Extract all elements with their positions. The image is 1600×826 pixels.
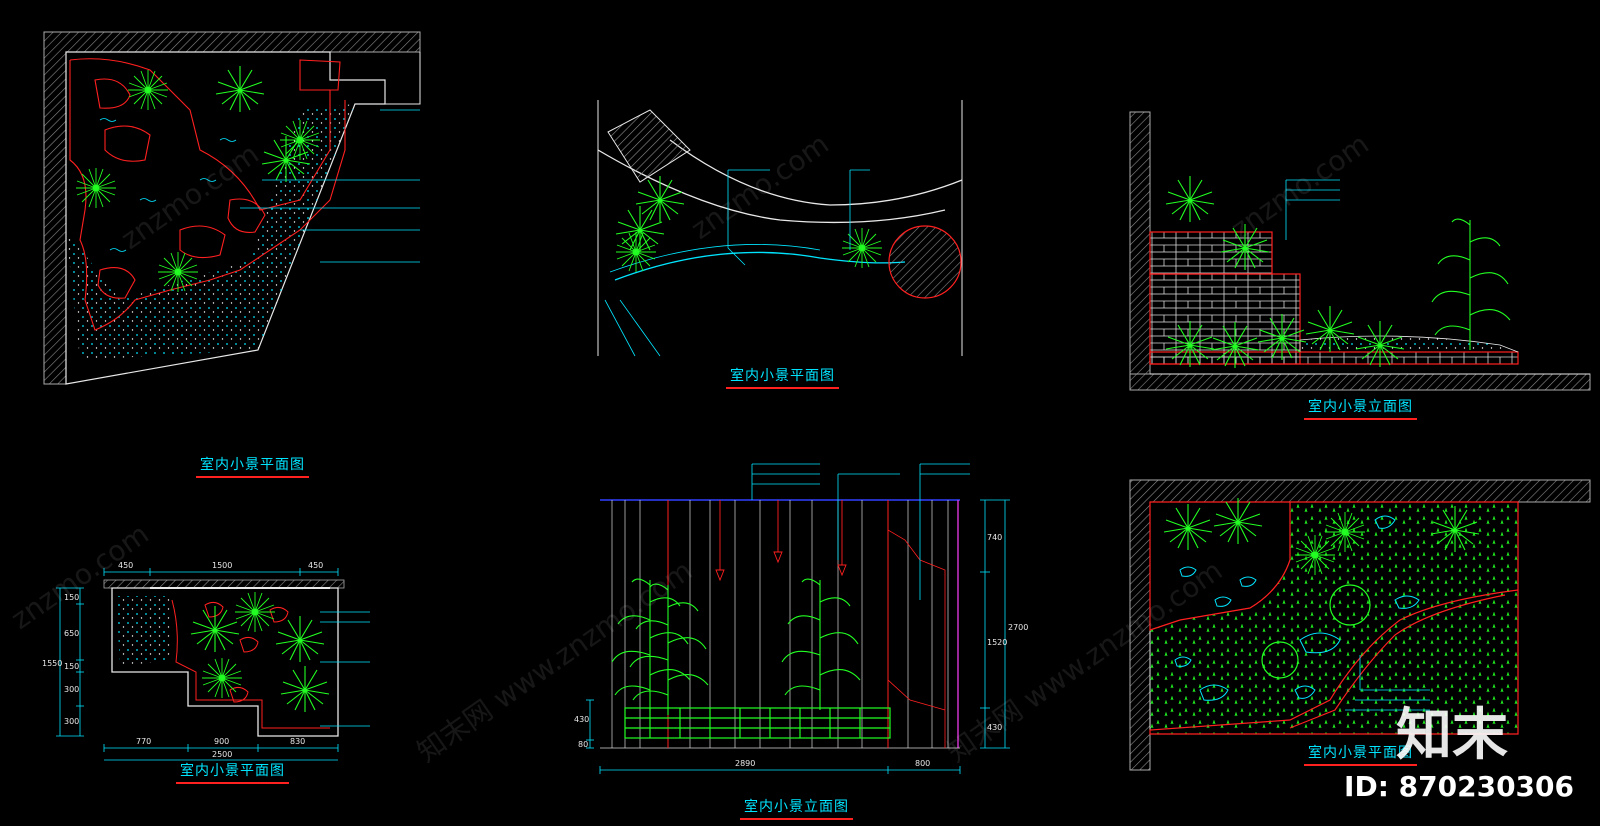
dim-p3-bottom-2: 900 [214,737,229,746]
plan-2-drawing [597,100,963,357]
dim-e2-right-4: 2700 [1008,623,1028,632]
dim-p3-left-4: 300 [64,685,79,694]
title-elev-1: 室内小景立面图 [1304,396,1417,420]
dim-p3-top-2: 1500 [212,561,232,570]
plan-4-drawing [1129,479,1591,771]
dim-e2-left-2: 80 [578,740,588,749]
elev-1-drawing [1129,111,1591,391]
dim-e2-right-2: 1520 [987,638,1007,647]
id-label: ID: 870230306 [1344,770,1574,803]
dim-p3-total: 2500 [212,750,232,759]
plan-3-drawing: 450 1500 450 770 900 830 2500 150 650 15… [42,561,370,761]
elev-2-drawing: 2890 800 740 1520 430 2700 430 80 [574,463,1028,774]
dim-p3-left-3: 150 [64,662,79,671]
dim-p3-bottom-3: 830 [290,737,305,746]
title-plan-1: 室内小景平面图 [196,454,309,478]
dim-p3-left-1: 150 [64,593,79,602]
dim-e2-left-1: 430 [574,715,589,724]
dim-p3-left-6: 1550 [42,659,62,668]
dim-p3-bottom-1: 770 [136,737,151,746]
dim-e2-bottom-2: 800 [915,759,930,768]
title-plan-4: 室内小景平面图 [1304,742,1417,766]
dim-e2-bottom-1: 2890 [735,759,755,768]
dim-e2-right-1: 740 [987,533,1002,542]
dim-p3-left-2: 650 [64,629,79,638]
dim-p3-top-3: 450 [308,561,323,570]
title-plan-3: 室内小景平面图 [176,760,289,784]
brand-logo: 知末 [1396,703,1508,768]
dim-e2-right-3: 430 [987,723,1002,732]
dim-p3-left-5: 300 [64,717,79,726]
title-elev-2: 室内小景立面图 [740,796,853,820]
dim-p3-top-1: 450 [118,561,133,570]
plan-1-drawing [43,31,421,385]
title-plan-2: 室内小景平面图 [726,365,839,389]
